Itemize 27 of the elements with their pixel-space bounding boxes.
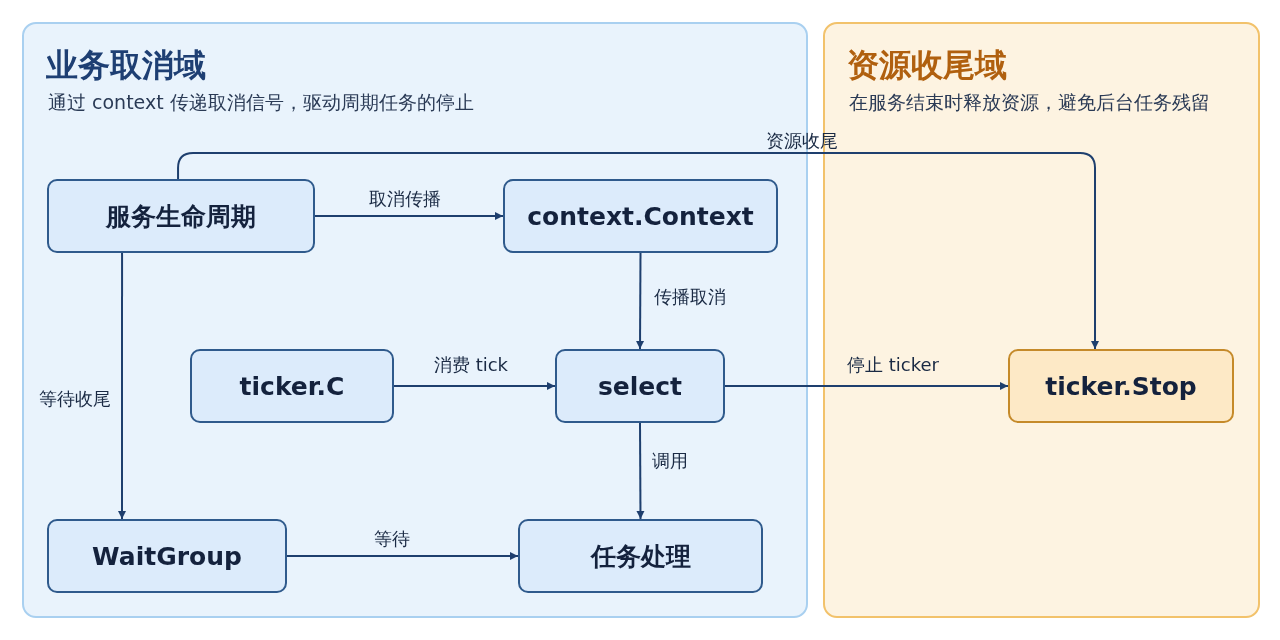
arrow: [118, 252, 126, 520]
arrow: [636, 252, 645, 350]
process-box: select: [555, 349, 725, 423]
arrow: [286, 552, 519, 560]
edge-label: 等待收尾: [38, 387, 112, 411]
edge-label: 取消传播: [368, 187, 442, 211]
arrow: [636, 422, 645, 520]
arrow: [724, 382, 1009, 390]
edge-label: 传播取消: [653, 285, 727, 309]
edge-label: 等待: [373, 527, 411, 551]
process-box: WaitGroup: [47, 519, 287, 593]
panel-title: 资源收尾域: [847, 45, 1007, 86]
edge-label: 消费 tick: [432, 353, 510, 377]
edge-label: 资源收尾: [765, 129, 839, 153]
arrow: [393, 382, 556, 390]
process-box: ticker.Stop: [1008, 349, 1234, 423]
process-box: ticker.C: [190, 349, 394, 423]
edge-label: 调用: [651, 449, 689, 473]
process-box: 任务处理: [518, 519, 763, 593]
arrow: [177, 152, 1099, 350]
edge-label: 停止 ticker: [846, 353, 940, 377]
panel-title: 业务取消域: [46, 45, 206, 86]
panel-subtitle: 在服务结束时释放资源，避免后台任务残留: [849, 90, 1210, 115]
arrow: [314, 212, 504, 220]
process-box: 服务生命周期: [47, 179, 315, 253]
process-box: context.Context: [503, 179, 778, 253]
panel-subtitle: 通过 context 传递取消信号，驱动周期任务的停止: [48, 90, 474, 115]
